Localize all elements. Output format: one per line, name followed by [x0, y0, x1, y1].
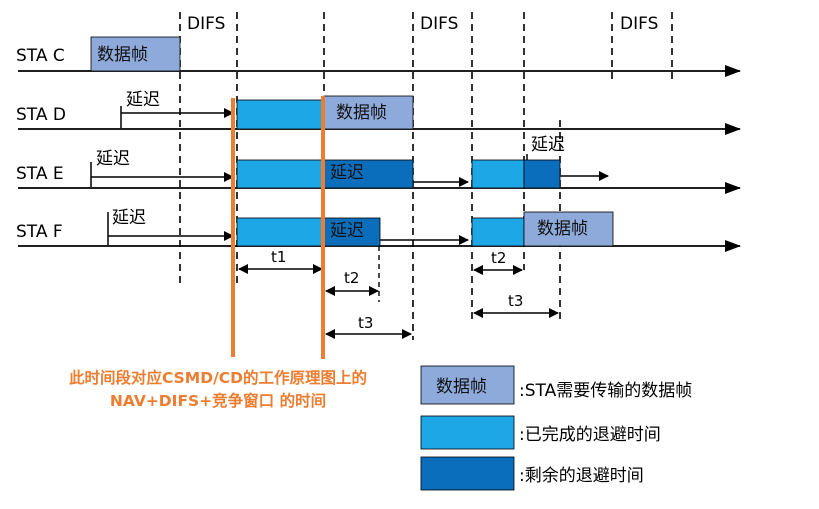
data-frame-label-sta-f: 数据帧	[537, 219, 588, 239]
completed-backoff-sta-f	[236, 217, 325, 247]
completed-backoff-sta-e-2	[471, 159, 525, 189]
difs-label-1: DIFS	[187, 14, 225, 34]
remaining-backoff-sta-e-2	[523, 159, 561, 189]
difs-labels: DIFS DIFS DIFS	[187, 14, 658, 34]
interval-label-t2b: t2	[491, 249, 506, 267]
completed-backoff-sta-e	[236, 159, 325, 189]
delay-label-block-sta-f: 延迟	[330, 221, 364, 241]
station-label-c: STA C	[16, 46, 65, 66]
block-labels: 数据帧 数据帧 延迟 延迟 数据帧	[97, 45, 588, 241]
completed-backoff-sta-f-2	[471, 217, 525, 247]
delay-labels: 延迟 延迟 延迟 延迟	[96, 90, 565, 228]
data-frame-sta-f	[523, 211, 614, 247]
delay-markers	[90, 106, 609, 245]
delay-label-sta-e: 延迟	[96, 149, 130, 169]
highlight-lines	[231, 96, 325, 359]
interval-label-t2: t2	[344, 269, 359, 287]
station-label-f: STA F	[16, 222, 63, 242]
annotation-line-2: NAV+DIFS+竞争窗口 的时间	[109, 392, 327, 410]
legend-swatch-remaining	[420, 456, 515, 491]
remaining-backoff-sta-f	[323, 217, 381, 247]
data-frame-label-sta-c: 数据帧	[97, 45, 148, 65]
highlight-annotation: 此时间段对应CSMD/CD的工作原理图上的 NAV+DIFS+竞争窗口 的时间	[8, 367, 428, 413]
delay-label-sta-e-2: 延迟	[531, 135, 565, 155]
interval-label-t1: t1	[271, 248, 286, 266]
station-label-d: STA D	[16, 105, 66, 125]
blocks	[90, 36, 614, 247]
legend-swatch-frame-label: 数据帧	[436, 377, 487, 397]
interval-label-t3: t3	[358, 314, 373, 332]
data-frame-sta-d	[323, 95, 414, 130]
remaining-backoff-sta-e	[323, 159, 414, 189]
station-labels: STA C STA D STA E STA F	[16, 46, 66, 242]
legend-text-remaining: :剩余的退避时间	[519, 466, 644, 486]
legend: 数据帧 :STA需要传输的数据帧 :已完成的退避时间 :剩余的退避时间	[420, 365, 692, 491]
interval-labels: t1 t2 t3 t2 t3	[271, 248, 523, 332]
annotation-line-1: 此时间段对应CSMD/CD的工作原理图上的	[68, 369, 368, 387]
delay-label-sta-f: 延迟	[112, 208, 146, 228]
interval-label-t3b: t3	[508, 292, 523, 310]
delay-label-sta-d: 延迟	[126, 90, 160, 110]
delay-label-block-sta-e: 延迟	[330, 163, 364, 183]
legend-swatch-frame	[420, 365, 515, 405]
difs-label-3: DIFS	[620, 14, 658, 34]
completed-backoff-sta-d	[236, 99, 325, 130]
legend-text-frame: :STA需要传输的数据帧	[519, 381, 692, 401]
legend-text-completed: :已完成的退避时间	[519, 425, 661, 445]
data-frame-sta-c	[90, 36, 181, 72]
difs-label-2: DIFS	[420, 14, 458, 34]
legend-swatch-completed	[420, 415, 515, 450]
station-label-e: STA E	[16, 164, 64, 184]
interval-markers	[238, 246, 559, 339]
data-frame-label-sta-d: 数据帧	[336, 103, 387, 123]
